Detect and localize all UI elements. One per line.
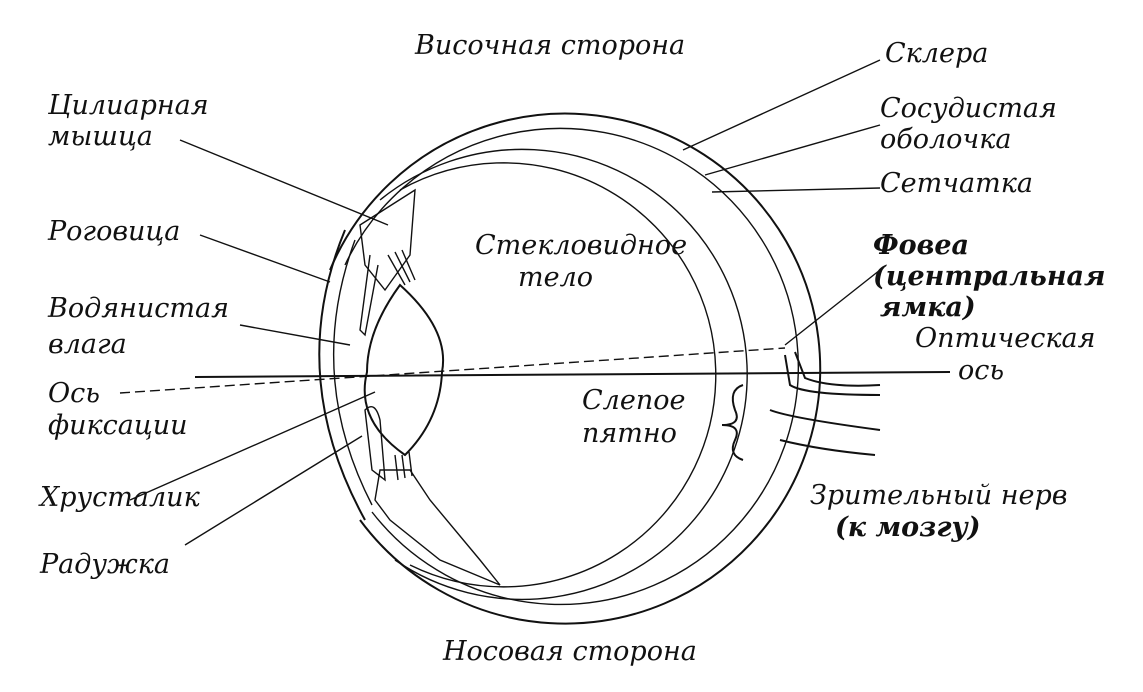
leader-lens (129, 391, 376, 501)
leader-retina (711, 187, 881, 193)
vitreous-label-1: Стекловидное (475, 230, 688, 261)
cornea-label: Роговица (48, 216, 181, 247)
fixation-axis-label-1: Ось (48, 378, 100, 409)
retina-layer (399, 162, 717, 588)
vitreous-label-2: тело (518, 262, 594, 293)
iris-label: Радужка (40, 549, 170, 580)
ciliary-muscle-label-1: Цилиарная (48, 90, 209, 121)
fovea-label-2: (центральная (873, 261, 1106, 292)
leader-ciliary (179, 139, 389, 226)
leader-aqueous (239, 324, 351, 346)
cornea-outline (318, 229, 366, 521)
iris-upper (359, 254, 379, 337)
optic-nerve (769, 351, 881, 456)
zonules-lower (394, 451, 413, 481)
optic-axis-label-2: ось (958, 355, 1005, 386)
optic-nerve-label-1: Зрительный нерв (810, 480, 1068, 511)
leader-fovea (784, 269, 881, 346)
sclera-inner (344, 127, 799, 606)
blind-spot-brace (721, 384, 744, 461)
temporal-side-label: Височная сторона (415, 30, 686, 61)
sclera-label: Склера (885, 38, 989, 69)
fovea-label-1: Фовеа (873, 230, 970, 261)
leader-iris (184, 435, 363, 546)
iris-lower (364, 406, 386, 482)
choroid-label-2: оболочка (880, 124, 1012, 155)
blind-spot-label-2: пятно (582, 418, 677, 449)
lens-shape (363, 283, 444, 457)
optic-nerve-label-2: (к мозгу) (835, 512, 981, 543)
optic-axis-label-1: Оптическая (915, 323, 1096, 354)
retina-label: Сетчатка (880, 168, 1033, 199)
ciliary-muscle-label-2: мышца (48, 121, 153, 152)
nasal-side-label: Носовая сторона (443, 636, 697, 667)
choroid-label-1: Сосудистая (880, 93, 1057, 124)
leader-cornea (199, 234, 331, 283)
sclera-outline (329, 112, 822, 625)
ciliary-lower (374, 469, 501, 586)
optic-axis-line (194, 371, 951, 378)
fixation-axis-line (119, 347, 786, 394)
fixation-axis-label-2: фиксации (48, 410, 188, 441)
cornea-inner (332, 239, 373, 506)
choroid-layer (379, 148, 748, 601)
lens-label: Хрусталик (40, 482, 200, 513)
leader-sclera (682, 59, 881, 151)
blind-spot-label-1: Слепое (582, 385, 686, 416)
zonules-upper (387, 249, 416, 286)
fovea-label-3: ямка) (880, 292, 976, 323)
aqueous-label-1: Водянистая (48, 293, 229, 324)
leader-choroid (704, 124, 881, 176)
aqueous-label-2: влага (48, 329, 127, 360)
